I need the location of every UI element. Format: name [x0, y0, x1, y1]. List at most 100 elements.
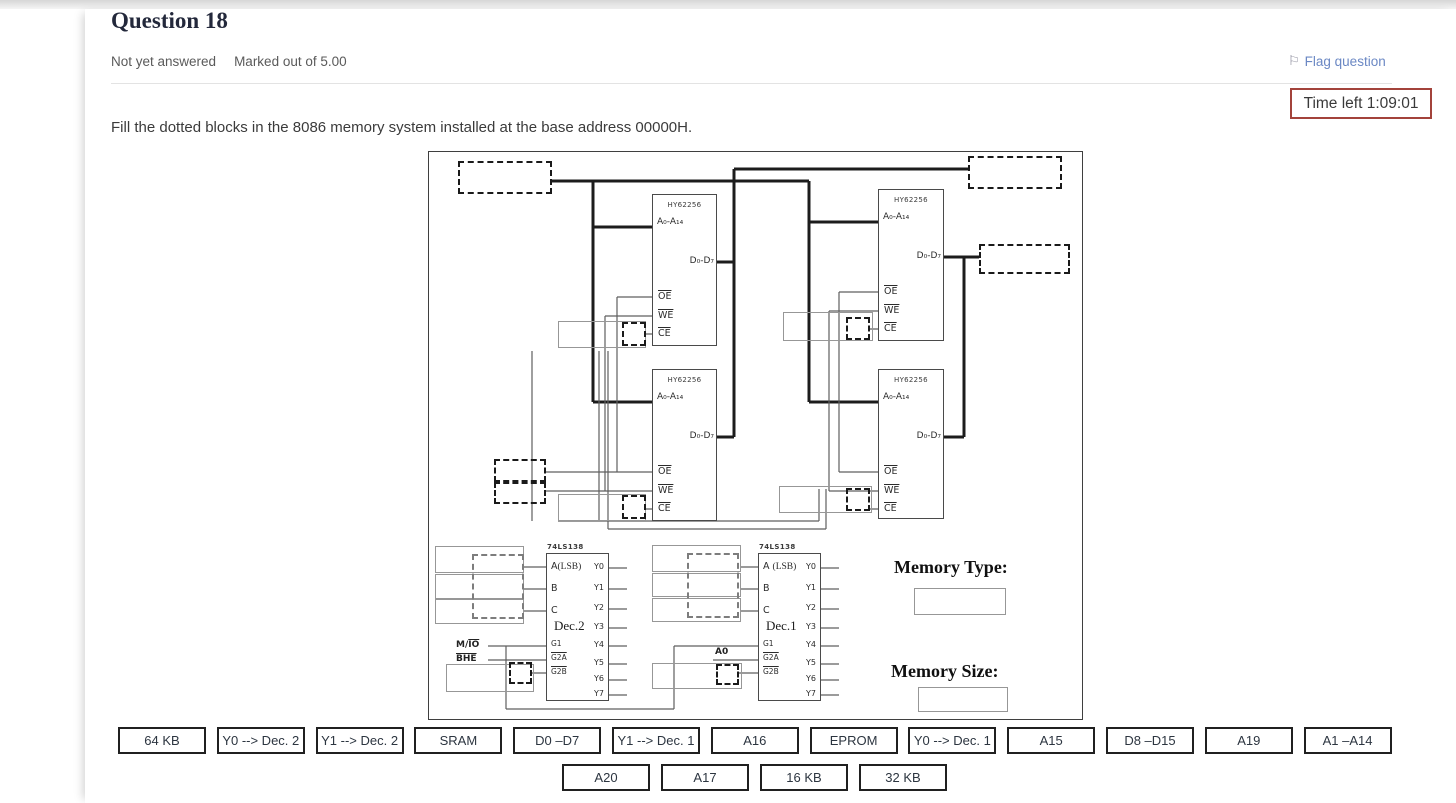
oe-pin-label: OE [884, 286, 898, 297]
memory-size-answer-box[interactable] [918, 687, 1008, 712]
drop-zone-ce-bottom-left[interactable] [622, 495, 646, 519]
countdown-timer: Time left 1:09:01 [1290, 88, 1432, 119]
decoder-input-c: C [551, 605, 558, 616]
decoder-y6: Y6 [594, 674, 604, 683]
decoder-input-b: B [551, 583, 558, 594]
bhe-signal-label: BHE [456, 654, 477, 664]
chip-data-pins: D₀-D₇ [916, 251, 941, 261]
decoder-y2: Y2 [594, 603, 604, 612]
flag-question-link[interactable]: ⚐ Flag question [1288, 53, 1386, 69]
we-pin-label: WE [884, 485, 900, 496]
decoder-y5: Y5 [594, 658, 604, 667]
answer-area-ce-bottom-right[interactable] [779, 486, 872, 513]
decoder-dec2: A(LSB) B C Dec.2 G1 G2A G2B Y0 Y1 Y2 Y3 … [546, 553, 609, 701]
a0-signal-label: A0 [715, 647, 729, 657]
decoder-y4: Y4 [806, 640, 816, 649]
header-divider [111, 83, 1392, 84]
drag-option[interactable]: A19 [1204, 727, 1293, 754]
decoder-input-a: A (LSB) [763, 561, 797, 572]
chip-data-pins: D₀-D₇ [689, 256, 714, 266]
memory-type-answer-box[interactable] [914, 588, 1006, 615]
decoder-y0: Y0 [594, 562, 604, 571]
drag-option[interactable]: SRAM [414, 727, 503, 754]
drag-option[interactable]: D0 –D7 [513, 727, 602, 754]
drop-zone-ce-bottom-right[interactable] [846, 488, 870, 511]
ce-pin-label: CE [658, 328, 671, 339]
answer-area-dec1-input-b[interactable] [652, 573, 741, 597]
drag-option[interactable]: A17 [661, 764, 749, 791]
chip-part-number: HY62256 [667, 201, 702, 209]
answer-area-dec2-g2b[interactable] [446, 664, 534, 692]
sram-chip-top-left: HY62256 A₀-A₁₄ D₀-D₇ OE WE CE [652, 194, 717, 346]
decoder-y3: Y3 [806, 622, 816, 631]
chip-data-pins: D₀-D₇ [916, 431, 941, 441]
decoder-g2b: G2B [551, 667, 567, 676]
drop-zone-we-source[interactable] [494, 482, 546, 504]
oe-pin-label: OE [658, 291, 672, 302]
drop-zone-dec1-inputs[interactable] [687, 553, 739, 618]
drag-option[interactable]: Y0 --> Dec. 1 [908, 727, 997, 754]
memory-size-label: Memory Size: [891, 661, 999, 681]
drop-zone-data-bus-low[interactable] [968, 156, 1062, 189]
decoder-input-c: C [763, 605, 770, 616]
drag-option[interactable]: Y0 --> Dec. 2 [216, 727, 305, 754]
answer-area-dec1-input-c[interactable] [652, 598, 741, 622]
drag-option[interactable]: Y1 --> Dec. 1 [611, 727, 700, 754]
oe-pin-label: OE [658, 466, 672, 477]
decoder-y5: Y5 [806, 658, 816, 667]
drag-option[interactable]: EPROM [809, 727, 898, 754]
drag-option[interactable]: 32 KB [859, 764, 947, 791]
decoder-name: Dec.1 [766, 618, 797, 633]
dec1-part-number: 74LS138 [759, 543, 796, 551]
mio-signal-label: M/IO [456, 640, 480, 650]
answer-area-ce-top-right[interactable] [783, 312, 873, 341]
we-pin-label: WE [658, 310, 674, 321]
question-marks: Marked out of 5.00 [234, 54, 347, 69]
drag-option[interactable]: A15 [1007, 727, 1096, 754]
question-title: Question 18 [111, 8, 228, 33]
we-pin-label: WE [884, 305, 900, 316]
answer-area-dec1-input-a[interactable] [652, 545, 741, 572]
drop-zone-oe-source[interactable] [494, 459, 546, 482]
decoder-dec1: A (LSB) B C Dec.1 G1 G2A G2B Y0 Y1 Y2 Y3… [758, 553, 821, 701]
drop-zone-ce-top-right[interactable] [846, 317, 870, 340]
dec2-part-number: 74LS138 [547, 543, 584, 551]
circuit-diagram: HY62256 A₀-A₁₄ D₀-D₇ OE WE CE HY62256 A₀… [428, 151, 1083, 720]
drop-zone-dec1-g2b[interactable] [716, 664, 739, 685]
we-pin-label: WE [658, 485, 674, 496]
drop-zone-data-bus-high[interactable] [979, 244, 1070, 274]
drag-option[interactable]: 64 KB [118, 727, 206, 754]
question-status: Not yet answered [111, 54, 217, 69]
chip-part-number: HY62256 [894, 196, 928, 204]
drag-option[interactable]: Y1 --> Dec. 2 [315, 727, 404, 754]
ce-pin-label: CE [884, 323, 897, 334]
decoder-y1: Y1 [806, 583, 816, 592]
drag-option[interactable]: D8 –D15 [1105, 727, 1194, 754]
drag-option[interactable]: A20 [562, 764, 650, 791]
decoder-y0: Y0 [806, 562, 816, 571]
circuit-wires [488, 167, 979, 710]
drop-zone-ce-top-left[interactable] [622, 322, 646, 346]
decoder-g2b: G2B [763, 667, 779, 676]
drop-zone-address-bus[interactable] [458, 161, 552, 194]
chip-address-pins: A₀-A₁₄ [883, 212, 910, 222]
question-text: Fill the dotted blocks in the 8086 memor… [111, 119, 693, 136]
decoder-g1: G1 [551, 639, 562, 648]
drag-option[interactable]: A16 [710, 727, 799, 754]
sram-chip-top-right: HY62256 A₀-A₁₄ D₀-D₇ OE WE CE [878, 189, 944, 341]
timer-text: Time left 1:09:01 [1303, 94, 1419, 112]
chip-address-pins: A₀-A₁₄ [657, 392, 684, 402]
chip-data-pins: D₀-D₇ [689, 431, 714, 441]
drop-zone-dec2-inputs[interactable] [472, 554, 524, 619]
options-row-2: A20 A17 16 KB 32 KB [562, 764, 947, 791]
drag-option[interactable]: A1 –A14 [1303, 727, 1392, 754]
answer-area-dec1-g2b[interactable] [652, 663, 742, 689]
decoder-y4: Y4 [594, 640, 604, 649]
decoder-y3: Y3 [594, 622, 604, 631]
decoder-g2a: G2A [551, 653, 567, 662]
decoder-input-b: B [763, 583, 770, 594]
options-row-1: 64 KB Y0 --> Dec. 2 Y1 --> Dec. 2 SRAM D0 –D… [118, 727, 1392, 754]
decoder-name: Dec.2 [554, 618, 585, 633]
drop-zone-dec2-g2b[interactable] [509, 662, 532, 684]
drag-option[interactable]: 16 KB [760, 764, 848, 791]
